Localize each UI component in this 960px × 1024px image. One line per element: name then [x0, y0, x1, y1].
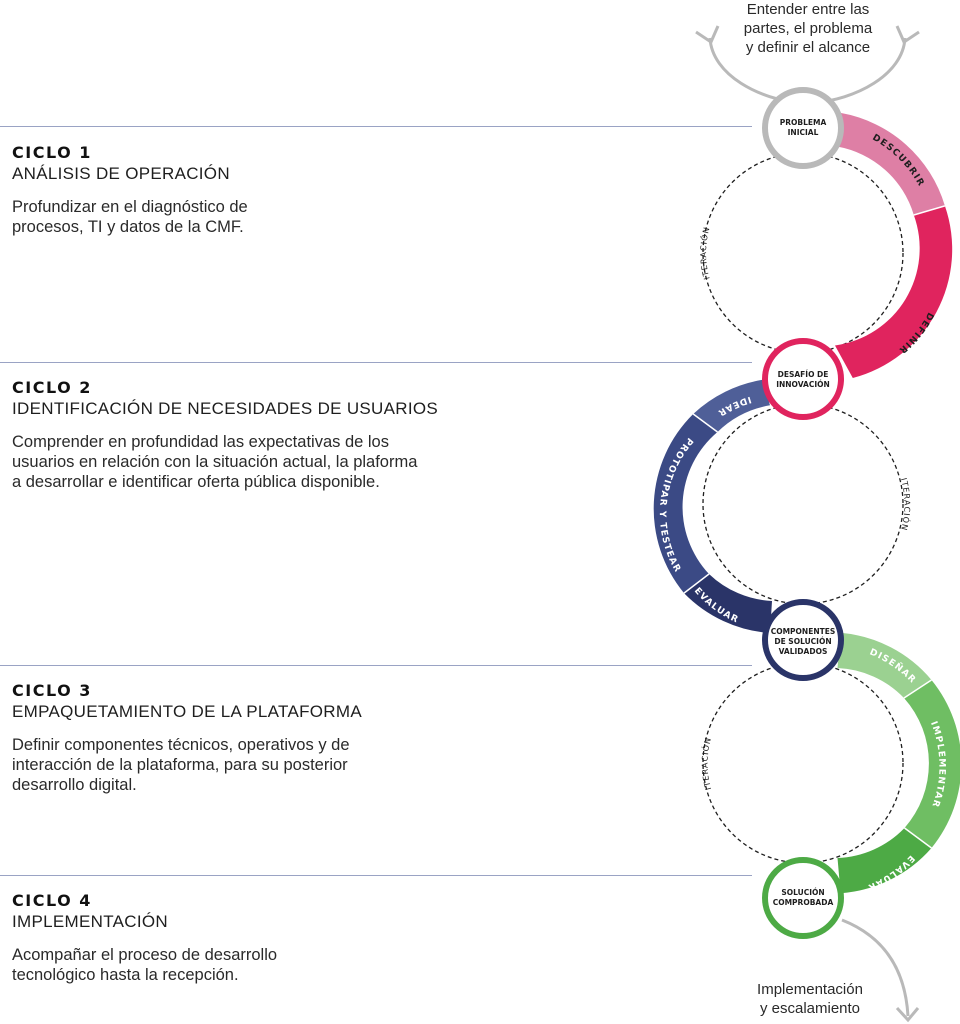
iteration-label-2: ITERACIÓN — [899, 477, 913, 532]
svg-text:INICIAL: INICIAL — [788, 128, 819, 137]
cycle-description: Acompañar el proceso de desarrollo tecno… — [12, 946, 278, 984]
cycle-1: CICLO 1 ANÁLISIS DE OPERACIÓN Profundiza… — [12, 143, 248, 237]
cycle-title: ANÁLISIS DE OPERACIÓN — [12, 164, 230, 183]
cycle-description: Definir componentes técnicos, operativos… — [12, 736, 350, 794]
divider-cycle-2 — [0, 362, 752, 363]
node-componentes-validados: COMPONENTES DE SOLUCIÓN VALIDADOS — [762, 599, 844, 681]
iteration-circle-3 — [702, 662, 904, 864]
cycle-title: EMPAQUETAMIENTO DE LA PLATAFORMA — [12, 702, 362, 721]
bottom-caption: Implementación y escalamiento — [757, 981, 863, 1017]
divider-cycle-4 — [0, 875, 752, 876]
cycle-number: CICLO 4 — [12, 891, 92, 910]
svg-text:COMPONENTES: COMPONENTES — [771, 627, 836, 636]
cycle-3: CICLO 3 EMPAQUETAMIENTO DE LA PLATAFORMA… — [12, 681, 362, 795]
output-arrow — [841, 918, 920, 1023]
svg-text:COMPROBADA: COMPROBADA — [773, 898, 834, 907]
divider-cycle-1 — [0, 126, 752, 127]
svg-text:DESAFÍO DE: DESAFÍO DE — [778, 370, 829, 379]
iteration-label-1: ITERACIÓN — [698, 226, 712, 281]
node-desafio-innovacion: DESAFÍO DE INNOVACIÓN — [762, 338, 844, 420]
node-problema-inicial: PROBLEMA INICIAL — [762, 87, 844, 169]
segment-separators — [683, 205, 946, 849]
svg-text:INNOVACIÓN: INNOVACIÓN — [776, 380, 830, 389]
svg-text:DE SOLUCIÓN: DE SOLUCIÓN — [774, 637, 831, 646]
svg-text:VALIDADOS: VALIDADOS — [779, 647, 828, 656]
svg-text:PROBLEMA: PROBLEMA — [780, 118, 827, 127]
iteration-circle-1 — [702, 152, 904, 354]
stage-prototipar-y-testear — [653, 414, 718, 594]
stage-evaluar-green — [837, 828, 932, 894]
cycle-number: CICLO 1 — [12, 143, 92, 162]
stage-disenar — [837, 632, 932, 698]
cycle-2: CICLO 2 IDENTIFICACIÓN DE NECESIDADES DE… — [12, 378, 438, 492]
iteration-label-3: ITERACIÓN — [699, 736, 713, 791]
stage-evaluar-blue — [684, 574, 772, 633]
divider-cycle-3 — [0, 665, 752, 666]
iteration-circle-2 — [702, 403, 904, 605]
svg-text:SOLUCIÓN: SOLUCIÓN — [781, 888, 824, 897]
cycle-4: CICLO 4 IMPLEMENTACIÓN Acompañar el proc… — [12, 891, 277, 985]
stage-definir — [835, 205, 953, 378]
node-solucion-comprobada: SOLUCIÓN COMPROBADA — [762, 857, 844, 939]
cycle-title: IDENTIFICACIÓN DE NECESIDADES DE USUARIO… — [12, 399, 439, 418]
stage-implementar — [904, 680, 960, 848]
top-caption: Entender entre las partes, el problema y… — [743, 1, 873, 56]
cycle-number: CICLO 3 — [12, 681, 92, 700]
cycle-description: Profundizar en el diagnóstico de proceso… — [12, 198, 248, 236]
stage-descubrir — [837, 112, 945, 215]
cycle-description: Comprender en profundidad las expectativ… — [12, 433, 418, 491]
cycle-title: IMPLEMENTACIÓN — [12, 912, 168, 931]
stage-idear — [693, 379, 770, 432]
cycle-number: CICLO 2 — [12, 378, 92, 397]
